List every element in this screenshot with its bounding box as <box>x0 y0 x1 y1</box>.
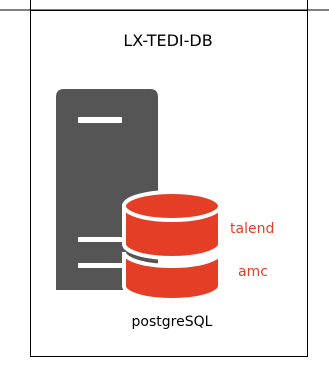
database-label-amc: amc <box>238 264 268 280</box>
database-cylinder-icon <box>122 190 222 302</box>
server-icon <box>56 89 158 290</box>
host-title: LX-TEDI-DB <box>123 31 212 50</box>
database-label-talend: talend <box>230 221 274 237</box>
engine-label: postgreSQL <box>132 314 213 330</box>
